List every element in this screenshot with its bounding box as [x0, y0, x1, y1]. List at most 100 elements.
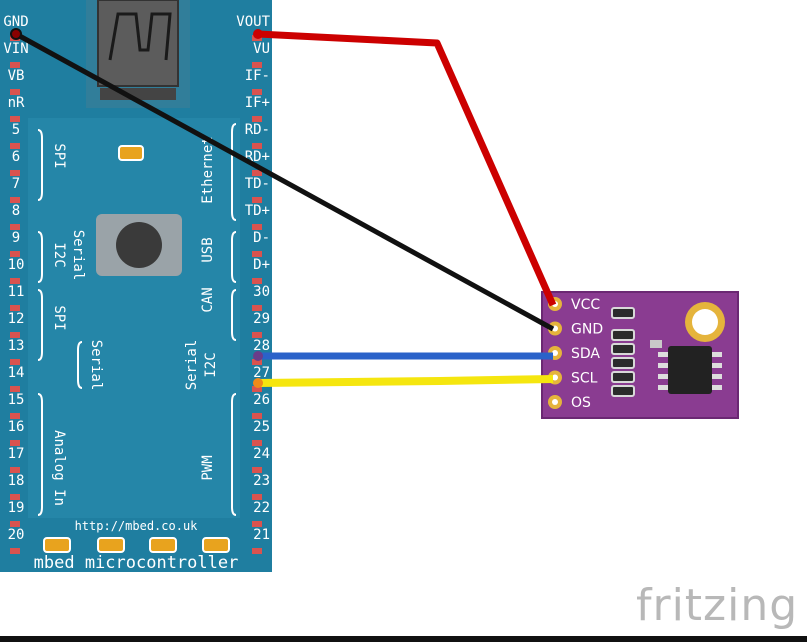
wire-end-vout [253, 29, 263, 39]
mount-hole [692, 309, 718, 335]
left-pin-pad [10, 89, 20, 95]
chip-leg [712, 374, 722, 379]
right-pin-label: D- [253, 230, 270, 246]
reset-button-cap [116, 222, 162, 268]
right-group-label: USB [200, 237, 216, 262]
left-bracket [37, 393, 43, 516]
sensor-pin-label: SCL [571, 371, 598, 387]
chip-leg [658, 374, 668, 379]
left-pin-label: VIN [3, 41, 28, 57]
right-pin-label: 25 [253, 419, 270, 435]
led-status [118, 145, 144, 161]
right-pin-pad [252, 170, 262, 176]
sensor-pin-label: OS [571, 395, 591, 411]
left-pin-label: nR [8, 95, 25, 111]
board-led [97, 537, 125, 553]
sensor-pin-label: GND [571, 322, 603, 338]
left-pin-label: 18 [8, 473, 25, 489]
right-pin-pad [252, 224, 262, 230]
left-group-label: SPI [51, 305, 67, 330]
left-pin-label: 8 [12, 203, 20, 219]
smd-components [611, 307, 662, 397]
left-pin-label: 11 [8, 284, 25, 300]
left-pin-pad [10, 440, 20, 446]
right-pin-label: TD+ [245, 203, 270, 219]
wire-27-scl [257, 375, 554, 387]
left-pin-pad [10, 305, 20, 311]
right-pin-pad [252, 89, 262, 95]
wire-vout-vcc [257, 30, 557, 307]
smd-resistor [611, 307, 635, 319]
right-pin-pad [252, 413, 262, 419]
left-pin-label: 14 [8, 365, 25, 381]
chip-leg [658, 385, 668, 390]
right-pin-label: 26 [253, 392, 270, 408]
left-pin-pad [10, 278, 20, 284]
smd-resistor [611, 371, 635, 383]
wire-end-gnd [10, 28, 22, 40]
left-bracket [37, 231, 43, 283]
left-pin-pad [10, 251, 20, 257]
right-group-label: Ethernet [200, 136, 216, 203]
sensor-pin-label: SDA [571, 346, 600, 362]
left-group-label: SPI [51, 143, 67, 168]
right-group-label: Serial [184, 340, 200, 391]
board-led [202, 537, 230, 553]
right-pin-label: 21 [253, 527, 270, 543]
bottom-leds [43, 537, 230, 553]
right-pin-pad [252, 305, 262, 311]
right-pin-pad [252, 467, 262, 473]
left-pin-label: 12 [8, 311, 25, 327]
left-group-label: Serial [88, 340, 104, 391]
chip-leg [712, 385, 722, 390]
left-pin-pad [10, 143, 20, 149]
left-pin-label: 15 [8, 392, 25, 408]
right-pin-label: 24 [253, 446, 270, 462]
sensor-pin-hole [552, 399, 558, 405]
right-pin-label: 22 [253, 500, 270, 516]
left-pin-pad [10, 413, 20, 419]
left-pin-pad [10, 521, 20, 527]
right-pin-pad [252, 332, 262, 338]
left-pin-label: VB [8, 68, 25, 84]
right-bracket [77, 341, 83, 389]
left-pin-pad [10, 494, 20, 500]
bottom-border [0, 636, 807, 642]
smd-resistor [611, 385, 635, 397]
chip-leg [658, 352, 668, 357]
right-pin-label: VOUT [236, 14, 270, 30]
left-pin-pad [10, 386, 20, 392]
chip-leg [712, 352, 722, 357]
right-pin-pad [252, 143, 262, 149]
right-pin-pad [252, 440, 262, 446]
right-pin-label: 29 [253, 311, 270, 327]
left-pin-label: 19 [8, 500, 25, 516]
chip-leg [658, 363, 668, 368]
right-pin-label: 28 [253, 338, 270, 354]
sensor-pin-hole [552, 350, 558, 356]
right-pin-label: 30 [253, 284, 270, 300]
left-pin-label: 9 [12, 230, 20, 246]
right-group-label: PWM [200, 455, 216, 480]
right-group-label: I2C [203, 352, 219, 377]
right-pin-pad [252, 197, 262, 203]
chip-leg [712, 363, 722, 368]
right-bracket [231, 123, 237, 221]
right-pin-label: IF- [245, 68, 270, 84]
left-pin-label: 16 [8, 419, 25, 435]
left-pin-label: GND [3, 14, 28, 30]
left-group-label: I2C [51, 242, 67, 267]
right-bracket [231, 393, 237, 516]
right-pin-pad [252, 386, 262, 392]
right-pin-column: VOUTVUIF-IF+RD-RD+TD-TD+D-D+302928272625… [236, 14, 271, 554]
chip-legs [658, 352, 722, 390]
smd-resistor [611, 357, 635, 369]
right-pin-pad [252, 548, 262, 554]
right-pin-label: D+ [253, 257, 270, 273]
left-pin-label: 13 [8, 338, 25, 354]
smd-resistor [611, 343, 635, 355]
